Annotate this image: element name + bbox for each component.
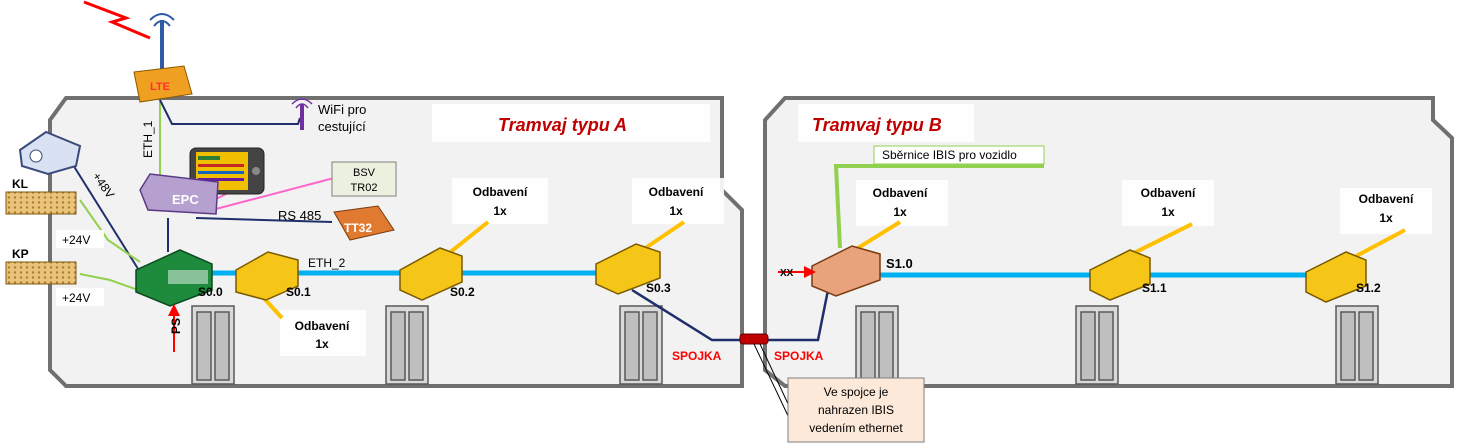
kl-label: KL bbox=[12, 177, 28, 191]
bsv-label-line1: BSV bbox=[353, 167, 376, 179]
odbaveni-boxes bbox=[280, 178, 1432, 356]
doors bbox=[191, 305, 1379, 385]
door bbox=[385, 305, 429, 385]
door bbox=[855, 305, 899, 385]
switch-label-s02: S0.2 bbox=[450, 285, 475, 299]
rs485-label: RS 485 bbox=[278, 208, 321, 223]
switch-s03 bbox=[595, 243, 661, 295]
switch-s12 bbox=[1305, 251, 1367, 303]
lte-router: LTE bbox=[133, 13, 193, 103]
kl-display bbox=[5, 191, 77, 215]
door bbox=[191, 305, 235, 385]
ibis-bus-label-box bbox=[873, 145, 1045, 165]
switch-label-s01: S0.1 bbox=[286, 285, 311, 299]
svg-text:EPC: EPC bbox=[172, 192, 199, 207]
switch-label-s03: S0.3 bbox=[646, 281, 671, 295]
tram-a-title-box bbox=[432, 104, 710, 142]
ps-label: PS bbox=[169, 318, 183, 334]
svg-text:TT32: TT32 bbox=[344, 221, 372, 235]
switch-label-s00: S0.0 bbox=[198, 285, 223, 299]
kp-display bbox=[5, 261, 77, 285]
odbaveni-count: 1x bbox=[493, 204, 507, 218]
odbaveni-count: 1x bbox=[893, 205, 907, 219]
ibis-bus-label: Sběrnice IBIS pro vozidlo bbox=[882, 148, 1017, 162]
kp-label: KP bbox=[12, 247, 29, 261]
v24a-box bbox=[56, 230, 104, 248]
odbaveni-label: Odbavení bbox=[873, 186, 928, 200]
note-pointer bbox=[753, 343, 791, 421]
switch-s02 bbox=[399, 247, 463, 301]
door bbox=[1075, 305, 1119, 385]
coupler-note-line2: nahrazen IBIS bbox=[818, 403, 894, 417]
switch-label-s12: S1.2 bbox=[1356, 281, 1381, 295]
epc-device: EPC bbox=[139, 173, 219, 215]
v24b-box bbox=[56, 288, 104, 306]
odbaveni-count: 1x bbox=[1161, 205, 1175, 219]
spojka-b-label: SPOJKA bbox=[774, 349, 824, 363]
switch-label-s11: S1.1 bbox=[1142, 281, 1167, 295]
switch-s01 bbox=[235, 251, 299, 301]
wifi-label-line2: cestující bbox=[318, 119, 366, 134]
coupler-connector bbox=[739, 333, 769, 345]
odbaveni-label: Odbavení bbox=[649, 185, 704, 199]
v24a-label: +24V bbox=[62, 233, 90, 247]
door bbox=[1335, 305, 1379, 385]
eth1-label: ETH_1 bbox=[141, 120, 155, 158]
tram-b-title-box bbox=[798, 104, 974, 142]
wifi-label-line1: WiFi pro bbox=[318, 102, 366, 117]
ps-arrow bbox=[168, 304, 180, 352]
coupler-note-line1: Ve spojce je bbox=[824, 385, 889, 399]
bsv-label-line2: TR02 bbox=[351, 182, 378, 194]
door bbox=[619, 305, 663, 385]
tt32-device: TT32 bbox=[333, 205, 395, 241]
projector-icon bbox=[18, 130, 82, 176]
switch-label-s10: S1.0 bbox=[886, 256, 913, 271]
coupler-note-line3: vedením ethernet bbox=[809, 421, 903, 435]
odbaveni-count: 1x bbox=[1379, 211, 1393, 225]
odbaveni-label: Odbavení bbox=[1359, 192, 1414, 206]
lightning-icon bbox=[83, 0, 151, 40]
v24b-label: +24V bbox=[62, 291, 90, 305]
tram-b-body bbox=[763, 96, 1454, 388]
switch-s11 bbox=[1089, 249, 1151, 301]
tram-a-title: Tramvaj typu A bbox=[498, 115, 627, 135]
bsv-box bbox=[331, 161, 397, 197]
switch-s10 bbox=[811, 245, 881, 297]
ibis-bus-line bbox=[833, 164, 1044, 249]
note-pointer-2 bbox=[759, 343, 791, 409]
svg-text:LTE: LTE bbox=[150, 81, 170, 93]
eth2-label: ETH_2 bbox=[308, 256, 346, 270]
coupler-note-box bbox=[787, 377, 925, 443]
xx-label: XX bbox=[780, 268, 794, 279]
odbaveni-label: Odbavení bbox=[1141, 186, 1196, 200]
odbaveni-label: Odbavení bbox=[295, 319, 350, 333]
tram-b-title: Tramvaj typu B bbox=[812, 115, 942, 135]
odbaveni-count: 1x bbox=[669, 204, 683, 218]
wifi-antenna-icon bbox=[291, 98, 313, 130]
odbaveni-count: 1x bbox=[315, 337, 329, 351]
odbaveni-label: Odbavení bbox=[473, 185, 528, 199]
switch-s00 bbox=[135, 249, 213, 307]
xx-arrow bbox=[778, 266, 816, 278]
spojka-a-label: SPOJKA bbox=[672, 349, 722, 363]
